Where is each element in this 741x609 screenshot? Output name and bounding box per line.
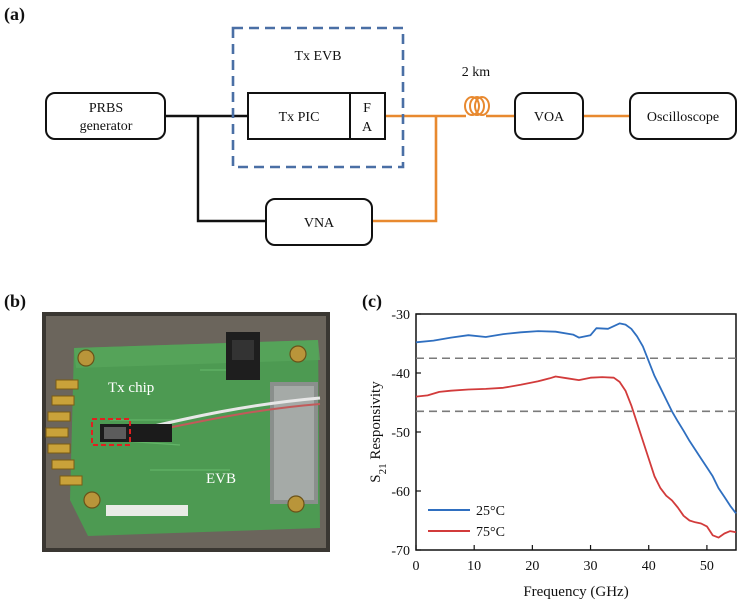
evb-photo [42,312,330,552]
voa-label: VOA [534,110,565,125]
y-axis-title-sub: 21 [377,463,389,474]
y-axis-title-s: S [368,474,384,482]
fiber-spool-icon [464,96,490,116]
x-tick-label-50: 50 [700,559,714,574]
wire-prbs-to-vna [196,116,266,223]
voa-box [514,92,584,140]
series-line-1 [415,375,737,539]
panel-label-c: (c) [362,291,382,312]
fiber-tap-to-vna [372,116,438,223]
x-tick-label-20: 20 [525,559,539,574]
y-tick-label--40: -40 [391,367,410,382]
prbs-label-line2: generator [80,119,133,134]
legend-label-75c: 75°C [476,525,505,540]
tx-pic-label: Tx PIC [279,110,320,125]
prbs-generator-box [45,92,166,140]
prbs-label-line1: PRBS [89,101,123,116]
x-tick-label-0: 0 [413,559,420,574]
s21-chart: 0 10 20 30 40 50 -30 -40 -50 -60 -70 Frequency (G… [368,308,737,600]
y-tick-label--50: -50 [391,426,410,441]
oscilloscope-label: Oscilloscope [647,110,719,125]
oscilloscope-box [629,92,737,140]
tx-chip-highlight [91,418,131,446]
x-axis-title: Frequency (GHz) [523,584,628,600]
legend: 25°C 75°C [428,504,505,540]
series-line-0 [415,322,737,514]
legend-label-25c: 25°C [476,504,505,519]
evb-label: EVB [206,471,236,487]
vna-box [265,198,373,246]
panel-label-b: (b) [4,291,26,312]
tx-evb-boundary [231,26,405,169]
fiber-length-label: 2 km [462,65,491,80]
tx-chip-label: Tx chip [108,380,154,396]
fa-label-line2: A [362,120,373,135]
vna-label: VNA [304,216,335,231]
x-tick-label-10: 10 [467,559,481,574]
y-axis-title: S21 Responsivity [368,381,389,483]
tx-evb-label: Tx EVB [294,49,341,64]
fa-label-line1: F [363,101,371,116]
x-tick-label-40: 40 [642,559,656,574]
y-tick-label--60: -60 [391,485,410,500]
plot-frame [415,313,737,551]
fiber-array-box [349,92,386,140]
x-tick-label-30: 30 [584,559,598,574]
panel-label-a: (a) [4,4,25,25]
y-tick-label--30: -30 [391,308,410,323]
y-tick-label--70: -70 [391,544,410,559]
y-axis-title-rest: Responsivity [368,381,384,464]
